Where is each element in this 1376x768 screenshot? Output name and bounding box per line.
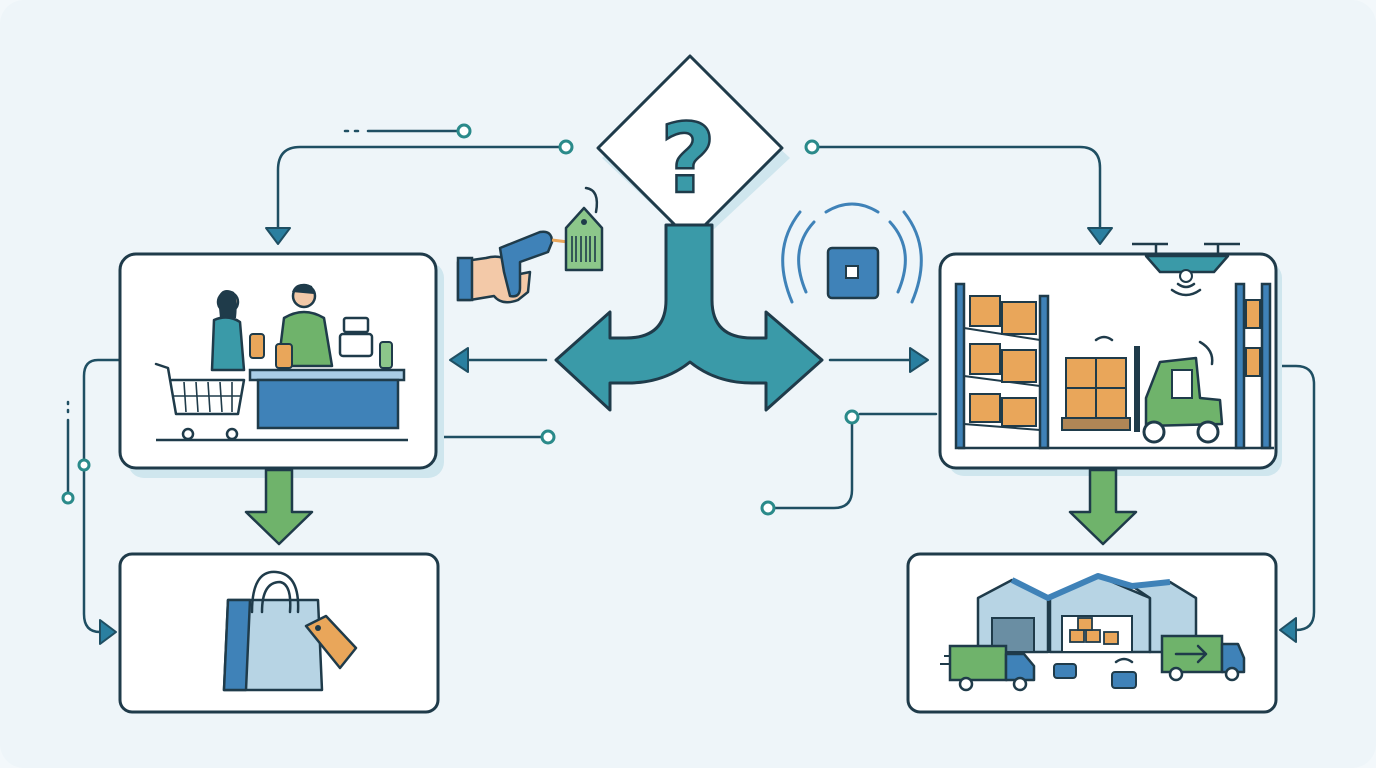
rfid-chip-icon (781, 202, 923, 304)
price-tag-icon (564, 186, 604, 272)
warehouse-box (938, 252, 1282, 476)
arrow-down-left-icon (265, 227, 291, 245)
arrow-left-loop-icon (1279, 617, 1297, 643)
distribution-center-icon (940, 573, 1246, 692)
warehouse-forklift-icon (954, 282, 1274, 450)
shopping-bag-icon (222, 570, 358, 692)
shopping-bag-box (118, 552, 440, 714)
arrow-right-icon (909, 347, 929, 373)
green-arrow-right-icon (1068, 468, 1138, 546)
split-arrow-icon (554, 223, 824, 412)
checkout-box (118, 252, 444, 478)
green-arrow-left-icon (244, 468, 314, 546)
barcode-scanner-icon (456, 230, 569, 304)
question-diamond-icon: ? (596, 54, 790, 246)
checkout-scene-icon (154, 283, 408, 442)
arrow-right-loop-icon (99, 619, 117, 645)
question-mark: ? (660, 103, 716, 215)
arrow-down-right-icon (1087, 227, 1113, 245)
distribution-box (906, 552, 1278, 714)
arrow-left-icon (449, 347, 469, 373)
connectors (61, 123, 1316, 645)
drone-icon (1132, 242, 1240, 297)
